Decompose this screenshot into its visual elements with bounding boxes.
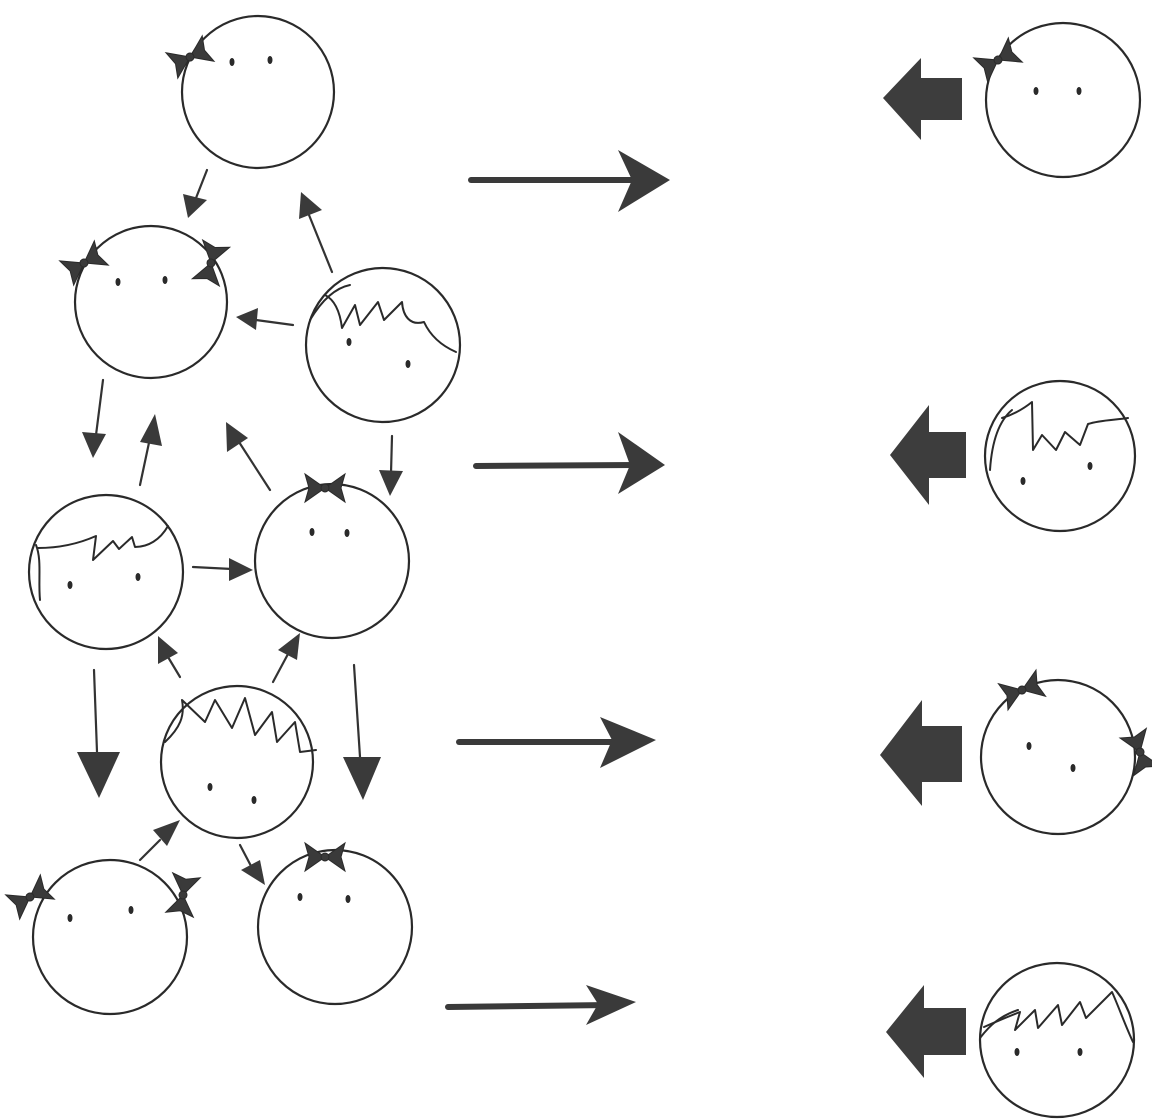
transition-arrow-3 [456,717,656,768]
face-right-middle-bow [253,473,411,640]
arrow-top-to-left-upper [183,168,209,218]
arrow-bottom-left-to-center [138,820,180,862]
arrow-center-to-right-middle [271,633,300,684]
network-group [5,14,462,1016]
face-bottom-right-bow [256,842,414,1006]
outcome-row-3 [880,669,1152,836]
outcome-group [880,21,1152,1119]
face-right-upper-bangs [304,266,462,424]
arrow-left-middle-to-left-upper [138,414,162,487]
arrow-right-middle-to-bottom-right [343,663,381,800]
block-arrow-left-3 [880,700,962,806]
transition-arrow-4 [445,985,636,1025]
arrow-right-upper-to-right-middle [379,434,403,496]
block-arrow-left-1 [883,58,962,140]
arrow-center-to-left-middle [158,636,182,679]
arrow-right-upper-to-top [299,192,334,274]
face-bottom-left-two-bows [5,858,201,1016]
arrow-center-to-bottom-right [238,843,265,885]
arrow-left-middle-to-right-middle [191,558,253,581]
arrow-left-upper-to-left-middle [82,378,106,458]
outcome-row-2 [890,379,1137,533]
block-arrow-left-2 [890,405,966,505]
transition-arrow-1 [468,150,670,212]
face-center-spiky-hair [159,684,317,840]
transition-arrows [445,150,670,1025]
outcome-row-1 [883,21,1142,179]
transition-arrow-2 [473,432,665,494]
face-left-upper-two-bows [59,224,231,380]
arrow-right-middle-to-left-upper [226,422,272,492]
outcome-row-4 [886,961,1136,1119]
network-arrows [77,168,403,885]
block-arrow-left-4 [886,985,966,1078]
face-left-middle-bangs [27,493,185,651]
arrow-left-middle-to-bottom-left [77,668,120,798]
arrow-right-upper-to-left-upper [236,308,295,330]
face-top-bow [165,14,336,170]
